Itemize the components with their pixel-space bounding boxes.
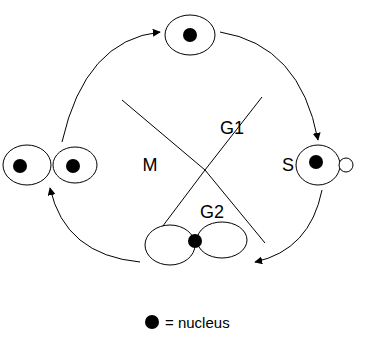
- m-daughter: [53, 147, 97, 183]
- g1-cell: [165, 15, 215, 55]
- legend-dot: [145, 315, 159, 329]
- nuclei: [13, 28, 323, 248]
- phase-label: G1: [220, 119, 244, 137]
- sector-lines: [122, 97, 265, 243]
- phase-label: G2: [200, 203, 224, 221]
- g2-cell: [145, 225, 195, 265]
- g2-bud: [197, 222, 247, 258]
- phase-label: S: [282, 156, 294, 174]
- s-bud: [339, 158, 353, 172]
- phase-label: M: [143, 156, 158, 174]
- s-cell: [296, 145, 340, 185]
- cells: [3, 15, 353, 265]
- m-mother: [3, 145, 51, 185]
- legend-text: = nucleus: [165, 315, 230, 330]
- cycle-arrows: [50, 32, 322, 262]
